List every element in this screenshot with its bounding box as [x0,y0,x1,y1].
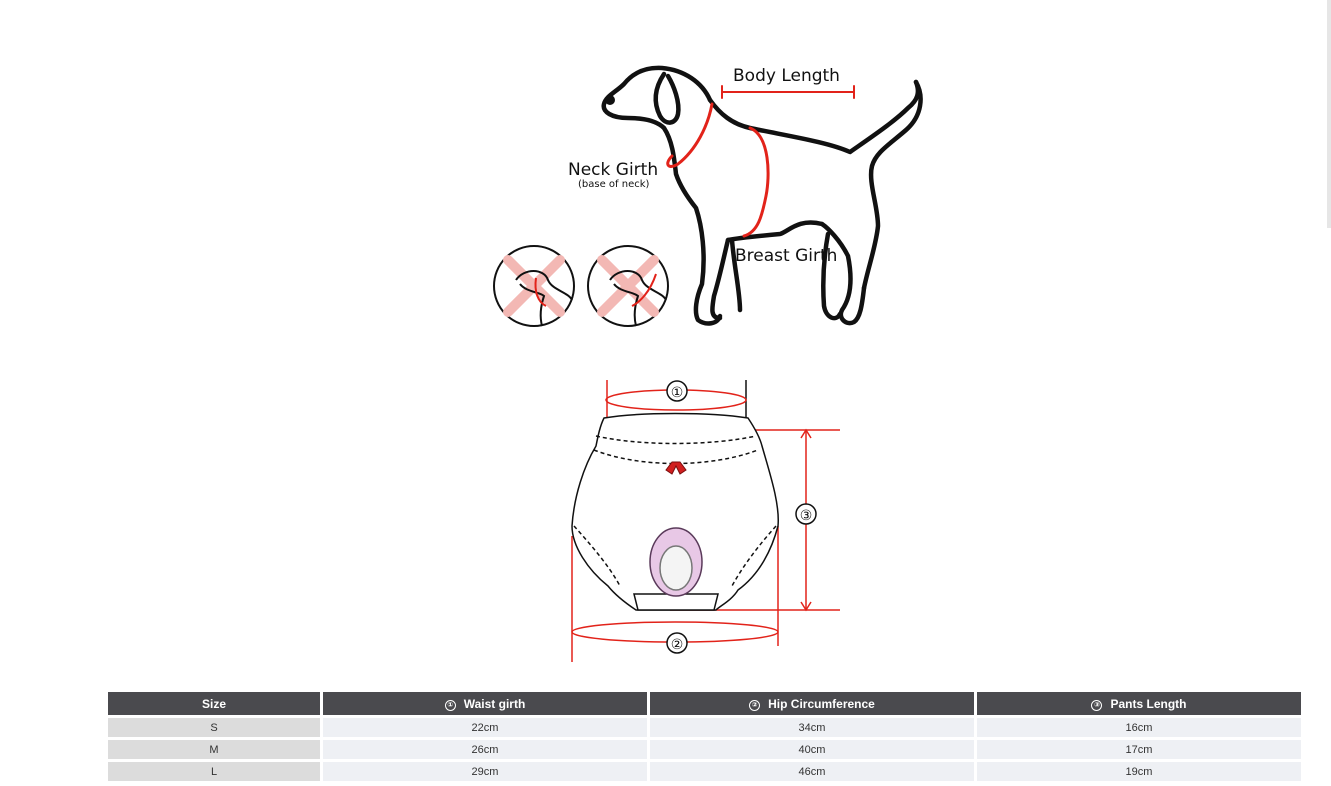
breast-girth-label: Breast Girth [735,246,837,266]
hip-cell: 40cm [650,740,974,759]
marker-2: ② [666,632,688,654]
marker-1: ① [666,380,688,402]
table-row: L 29cm 46cm 19cm [108,762,1301,781]
scrollbar[interactable] [1327,0,1331,228]
marker-3: ③ [795,503,817,525]
hip-cell: 46cm [650,762,974,781]
circle-number-1: ① [444,699,456,711]
svg-text:①: ① [671,384,684,400]
table-row: M 26cm 40cm 17cm [108,740,1301,759]
size-cell: M [108,740,320,759]
length-cell: 17cm [977,740,1301,759]
dog-measurement-diagram: Body Length Neck Girth (base of neck) Br… [493,65,923,327]
table-row: S 22cm 34cm 16cm [108,718,1301,737]
circle-number-2: ② [749,699,761,711]
waist-cell: 29cm [323,762,647,781]
length-cell: 16cm [977,718,1301,737]
size-cell: S [108,718,320,737]
wrong-example-1 [493,245,575,327]
neck-girth-note: (base of neck) [578,179,650,190]
pants-measurement-diagram: ① ② ③ [571,380,840,662]
waist-cell: 22cm [323,718,647,737]
wrong-example-2 [587,245,669,327]
size-cell: L [108,762,320,781]
circle-number-3: ③ [1091,699,1103,711]
svg-text:②: ② [671,636,684,652]
header-size: Size [108,692,320,715]
svg-text:③: ③ [800,507,813,523]
hip-cell: 34cm [650,718,974,737]
neck-girth-label: Neck Girth [568,160,658,180]
length-cell: 19cm [977,762,1301,781]
body-length-label: Body Length [733,66,840,86]
waist-cell: 26cm [323,740,647,759]
